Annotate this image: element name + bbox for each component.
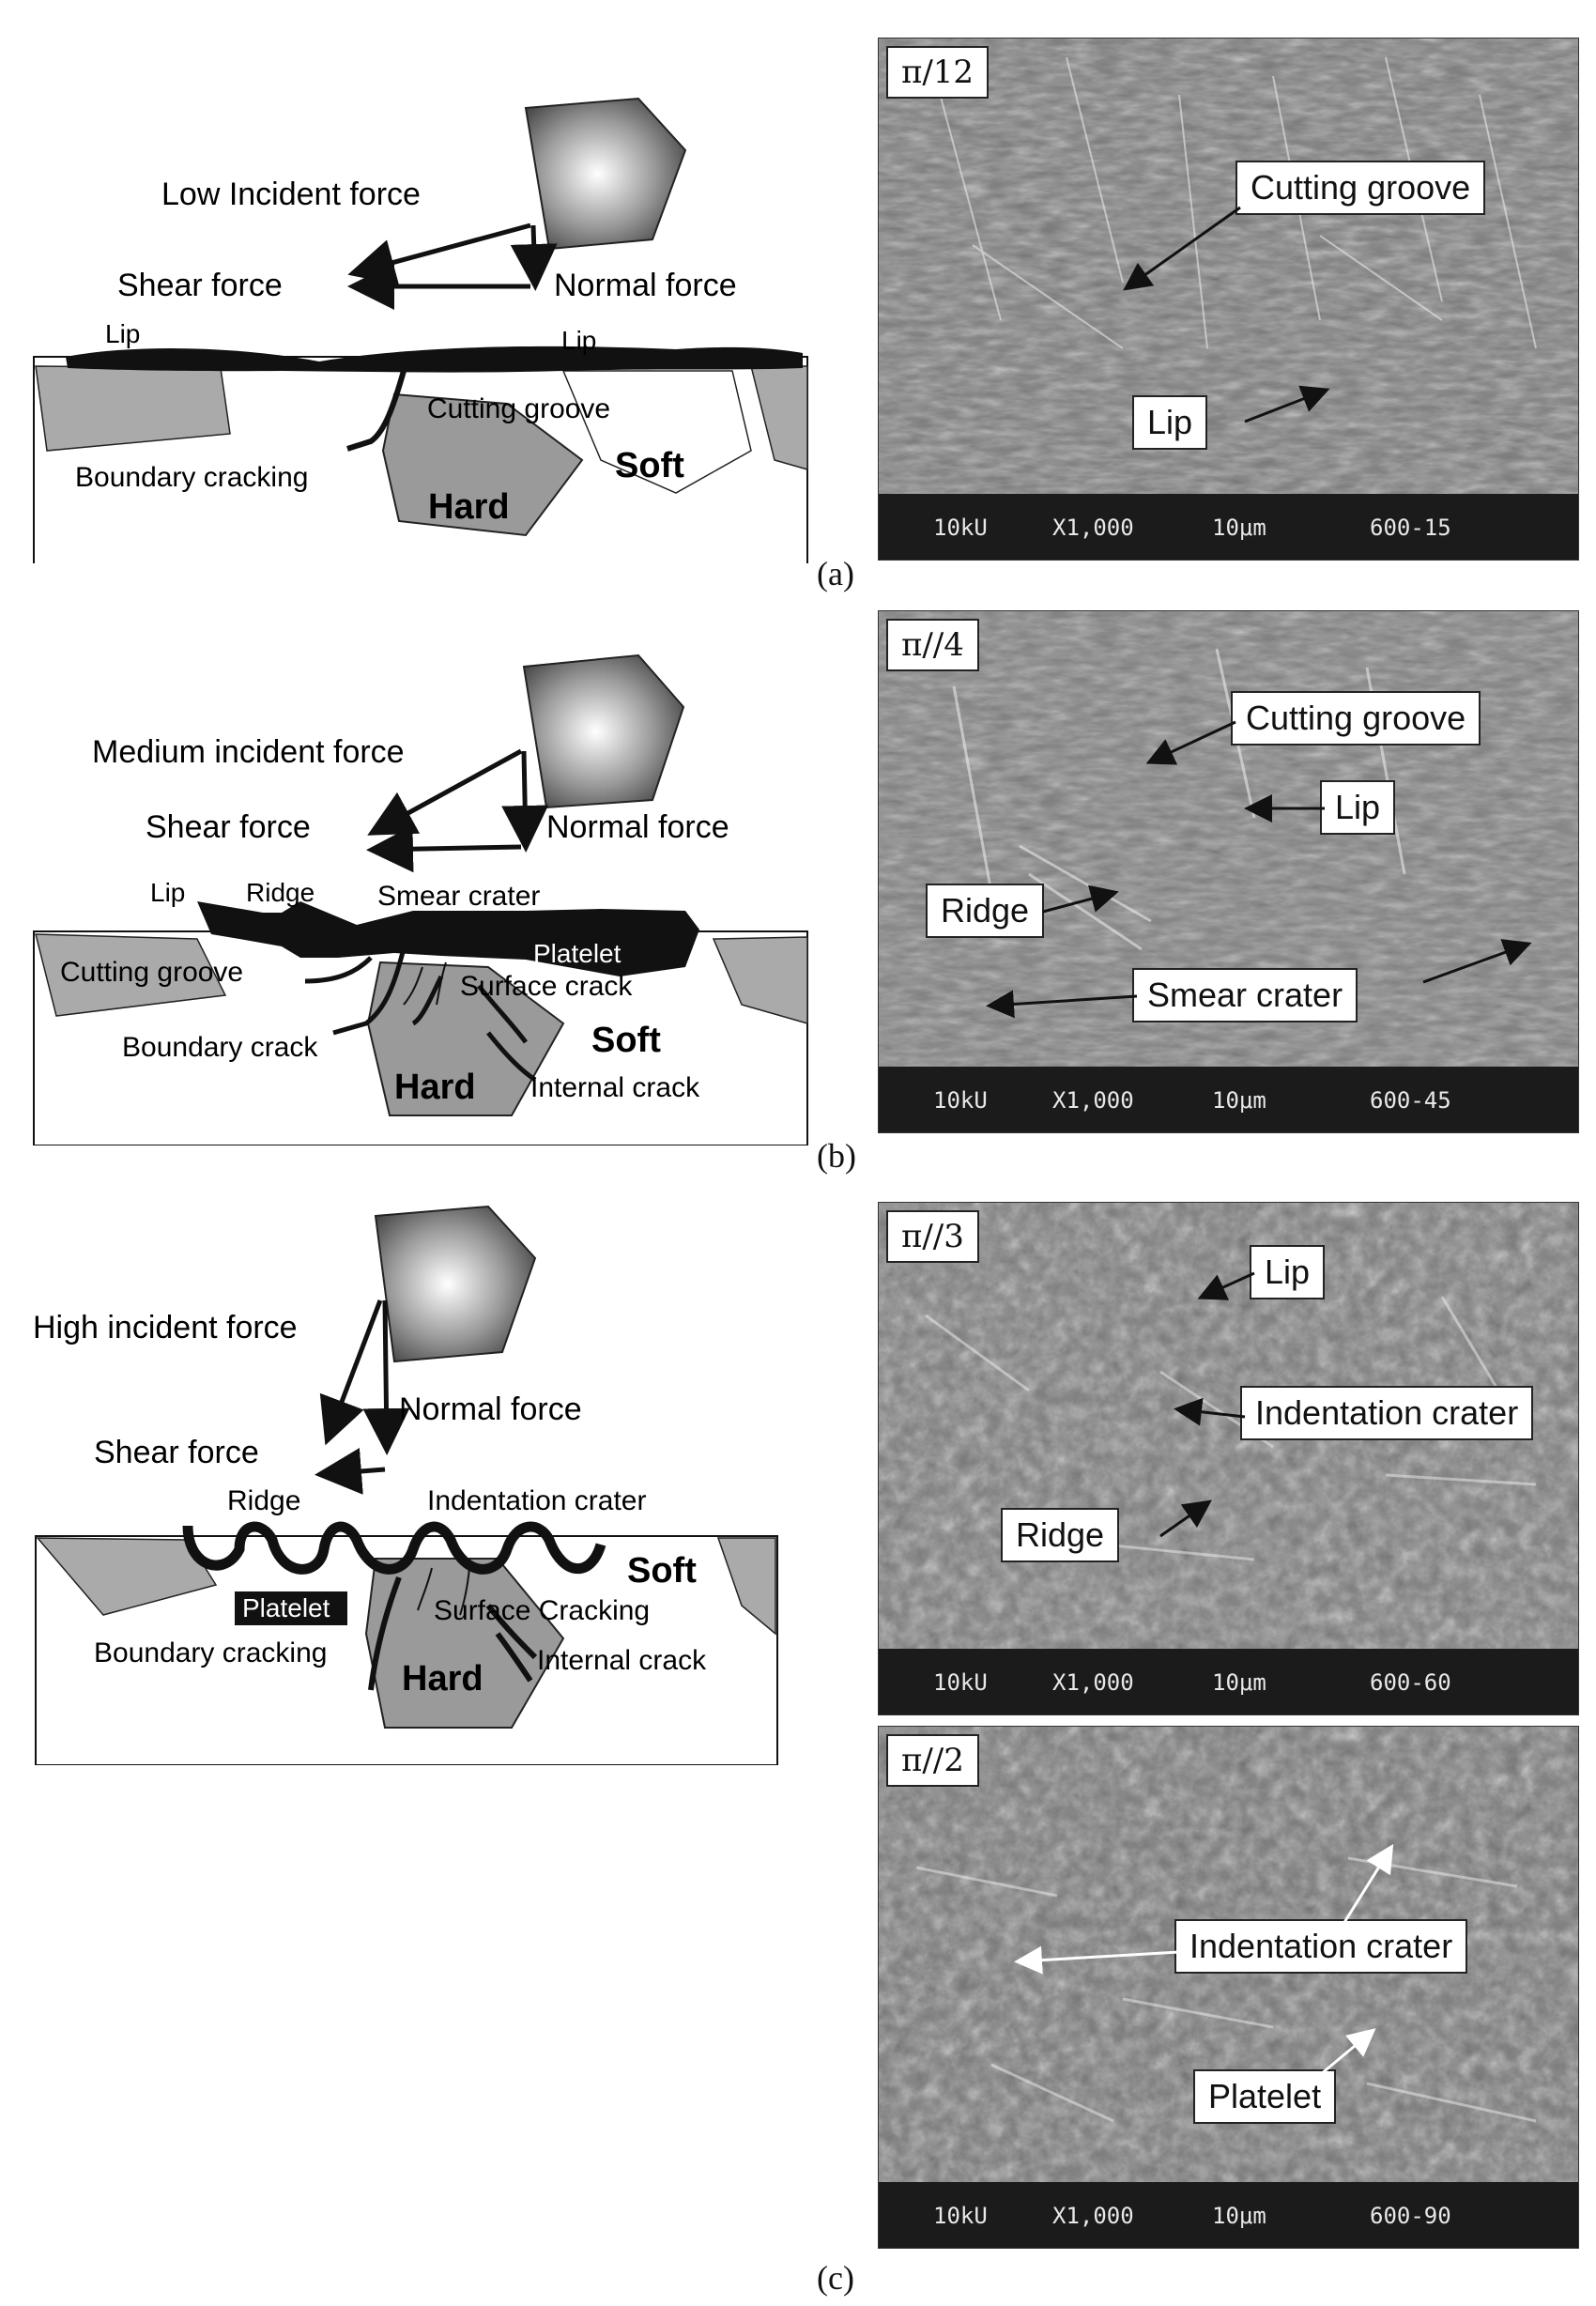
mag-readout: X1,000: [1052, 1669, 1134, 1696]
hard-label: Hard: [402, 1659, 483, 1699]
boundary-label: Boundary cracking: [75, 462, 308, 493]
scale-readout: 10μm: [1212, 1087, 1266, 1114]
callout-platelet: Platelet: [1193, 2069, 1337, 2124]
force-label: Low Incident force: [161, 177, 421, 212]
grain-right: [712, 936, 808, 1024]
callout-cutting-groove: Cutting groove: [1231, 691, 1481, 746]
normal-force-label: Normal force: [554, 268, 737, 303]
sem-angle-label: π//3: [886, 1210, 979, 1263]
schematic-c: High incident force Normal force Shear f…: [0, 1164, 826, 1770]
schematic-a: Low Incident force Shear force Normal fo…: [0, 0, 826, 568]
code-readout: 600-15: [1370, 515, 1451, 541]
callout-indentation-crater: Indentation crater: [1174, 1919, 1468, 1974]
platelet-block: [235, 1591, 347, 1625]
sem-micrograph-c1: π//3 Lip Indentation crater Ridge 10kU X…: [878, 1202, 1579, 1715]
mag-readout: X1,000: [1052, 2203, 1134, 2229]
sem-angle-label: π/12: [886, 46, 990, 99]
sem-info-bar: 10kU X1,000 10μm 600-15: [879, 494, 1578, 560]
kv-readout: 10kU: [933, 515, 988, 541]
cutting-groove-label: Cutting groove: [60, 957, 243, 988]
platelet-label: Platelet: [533, 939, 622, 968]
scale-readout: 10μm: [1212, 2203, 1266, 2229]
code-readout: 600-90: [1370, 2203, 1451, 2229]
soft-label: Soft: [627, 1551, 697, 1591]
surface-crack-label: Surface crack: [460, 971, 633, 1002]
kv-readout: 10kU: [933, 1087, 988, 1114]
sem-micrograph-c2: π//2 Indentation crater Platelet 10kU X1…: [878, 1726, 1579, 2249]
lip-left-label: Lip: [105, 319, 140, 348]
boundary-label: Boundary cracking: [94, 1637, 327, 1668]
code-readout: 600-45: [1370, 1087, 1451, 1114]
shear-force-label: Shear force: [94, 1435, 259, 1470]
sem-info-bar: 10kU X1,000 10μm 600-90: [879, 2182, 1578, 2248]
force-label: High incident force: [33, 1310, 298, 1345]
grain-left: [36, 1537, 218, 1616]
schematic-b: Medium incident force Shear force Normal…: [0, 582, 826, 1150]
soft-label: Soft: [615, 446, 684, 485]
soft-label: Soft: [591, 1021, 661, 1060]
kv-readout: 10kU: [933, 2203, 988, 2229]
deformed-layer: [66, 346, 803, 373]
callout-lip: Lip: [1320, 780, 1396, 835]
sem-info-bar: 10kU X1,000 10μm 600-45: [879, 1067, 1578, 1132]
caption-a: (a): [817, 555, 854, 592]
deformed-layer: [197, 901, 699, 976]
grain-left: [35, 933, 227, 1017]
callout-lip: Lip: [1250, 1245, 1326, 1299]
ridge-label: Ridge: [246, 878, 315, 907]
shear-force-label: Shear force: [117, 268, 283, 303]
platelet-label: Platelet: [242, 1593, 330, 1622]
kv-readout: 10kU: [933, 1669, 988, 1696]
sem-angle-label: π//4: [886, 619, 979, 671]
sem-angle-label: π//2: [886, 1734, 979, 1787]
internal-crack-label: Internal crack: [537, 1645, 707, 1676]
callout-lip: Lip: [1132, 395, 1208, 450]
cutting-groove-label: Cutting groove: [427, 393, 610, 424]
scale-readout: 10μm: [1212, 515, 1266, 541]
code-readout: 600-60: [1370, 1669, 1451, 1696]
sem-info-bar: 10kU X1,000 10μm 600-60: [879, 1649, 1578, 1714]
sem-micrograph-b: π//4 Cutting groove Lip Ridge Smear crat…: [878, 610, 1579, 1133]
callout-indentation-crater: Indentation crater: [1240, 1386, 1534, 1440]
hard-label: Hard: [428, 487, 510, 527]
callout-cutting-groove: Cutting groove: [1235, 161, 1486, 215]
scale-readout: 10μm: [1212, 1669, 1266, 1696]
internal-crack-label: Internal crack: [530, 1072, 700, 1103]
callout-ridge: Ridge: [1001, 1508, 1120, 1562]
boundary-label: Boundary crack: [122, 1032, 318, 1063]
ridge-wave: [182, 1521, 606, 1575]
surface-cracking-label: Surface Cracking: [434, 1595, 650, 1626]
ridge-label: Ridge: [227, 1485, 300, 1516]
lip-right-label: Lip: [561, 326, 596, 355]
abrasive-particle: [374, 1205, 537, 1363]
mag-readout: X1,000: [1052, 1087, 1134, 1114]
abrasive-particle: [522, 653, 685, 809]
sem-micrograph-a: π/12 Cutting groove Lip 10kU X1,000 10μm…: [878, 38, 1579, 561]
crack-line: [346, 370, 407, 452]
indentation-label: Indentation crater: [427, 1485, 646, 1516]
normal-force-label: Normal force: [399, 1391, 582, 1427]
abrasive-particle: [524, 97, 687, 251]
shear-force-label: Shear force: [146, 809, 311, 845]
caption-c: (c): [817, 2259, 854, 2297]
lip-label: Lip: [150, 878, 185, 907]
smear-crater-label: Smear crater: [377, 881, 540, 912]
callout-ridge: Ridge: [926, 884, 1045, 938]
mag-readout: X1,000: [1052, 515, 1134, 541]
hard-label: Hard: [394, 1068, 476, 1107]
grain-right: [716, 1537, 776, 1636]
force-label: Medium incident force: [92, 734, 405, 770]
caption-b: (b): [817, 1137, 856, 1175]
grain-hard: [381, 392, 584, 537]
grain-soft: [561, 370, 752, 494]
normal-force-label: Normal force: [546, 809, 729, 845]
